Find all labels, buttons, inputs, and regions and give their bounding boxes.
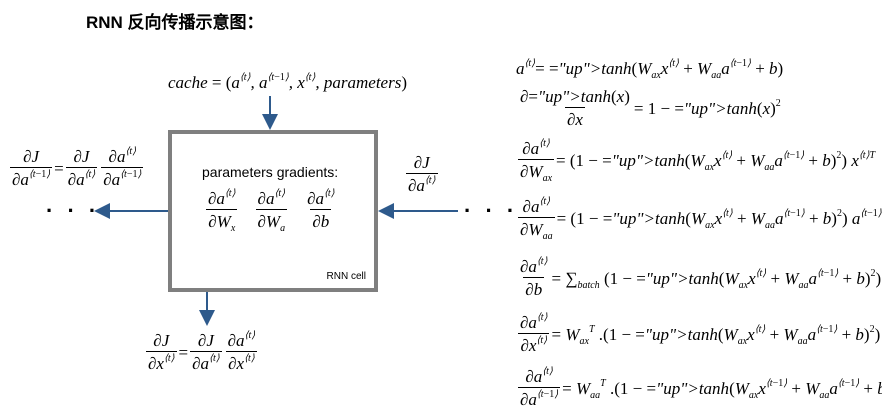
math-text: ∂b [310, 209, 332, 230]
math-text: ∂Wx [206, 209, 238, 234]
math-text: ∂a⟨t⟩ [406, 173, 438, 195]
equation-d-wax: ∂a⟨t⟩∂Wax = (1 − ="up">tanh(Waxx⟨t⟩ + Wa… [516, 138, 876, 184]
math-text: = ∑batch (1 − ="up">tanh(Waxx⟨t⟩ + Waaa⟨… [551, 267, 882, 291]
cache-label: cache = (a⟨t⟩, a⟨t−1⟩, x⟨t⟩, parameters) [168, 72, 407, 92]
right-ellipsis: · · · [464, 198, 519, 223]
math-text: ∂="up">tanh(x) [520, 87, 630, 106]
fraction: ∂J∂x⟨t⟩ [146, 332, 177, 372]
fraction: ∂J∂a⟨t⟩ [190, 332, 222, 372]
equation-forward: a⟨t⟩ = ="up">tanh(Waxx⟨t⟩ + Waaa⟨t−1⟩ + … [516, 58, 784, 81]
fraction: ∂a⟨t⟩∂b [518, 256, 550, 299]
math-text: = WaxT .(1 − ="up">tanh(Waxx⟨t⟩ + Waaa⟨t… [551, 323, 881, 347]
equation-tanh-derivative: ∂="up">tanh(x)∂x = 1 − ="up">tanh(x)2 [516, 88, 781, 128]
math-text: ∂a⟨t⟩ [208, 188, 236, 208]
incoming-gradient: ∂J∂a⟨t⟩ [404, 154, 440, 194]
math-text: ∂Wa [255, 209, 288, 234]
math-text: ∂a⟨t⟩ [520, 256, 548, 276]
math-text: ∂x⟨t⟩ [146, 351, 177, 373]
rnn-cell-box: parameters gradients: ∂a⟨t⟩∂Wx ∂a⟨t⟩∂Wa … [168, 130, 378, 292]
fraction: ∂J∂a⟨t⟩ [65, 147, 98, 189]
math-text: ∂a⟨t⟩ [522, 196, 551, 216]
grad-b: ∂a⟨t⟩∂b [305, 188, 337, 231]
math-text: ∂a⟨t⟩ [108, 146, 137, 166]
math-text: = (1 − ="up">tanh(Waxx⟨t⟩ + Waaa⟨t−1⟩ + … [556, 207, 882, 231]
math-text: ∂a⟨t⟩ [525, 366, 553, 386]
bottom-gradient-equation: ∂J∂x⟨t⟩ = ∂J∂a⟨t⟩ ∂a⟨t⟩∂x⟨t⟩ [146, 330, 258, 373]
math-text: a⟨t⟩ [516, 58, 536, 78]
grad-wx: ∂a⟨t⟩∂Wx [206, 188, 238, 234]
math-text: = ="up">tanh(Waxx⟨t⟩ + Waaa⟨t−1⟩ + b) [535, 58, 784, 81]
equation-d-x: ∂a⟨t⟩∂x⟨t⟩ = WaxT .(1 − ="up">tanh(Waxx⟨… [516, 312, 881, 355]
math-text: ∂a⟨t⟩ [522, 138, 550, 158]
parameters-gradients-heading: parameters gradients: [202, 164, 339, 180]
math-text: ∂J [197, 331, 214, 350]
math-text: = 1 − ="up">tanh(x)2 [633, 97, 781, 118]
math-text: ∂x [564, 107, 585, 128]
math-text: ∂a⟨t−1⟩ [518, 387, 561, 409]
fraction: ∂a⟨t⟩∂x⟨t⟩ [518, 312, 550, 355]
fraction: ∂a⟨t⟩∂x⟨t⟩ [226, 330, 258, 373]
math-text: ∂a⟨t⟩ [227, 330, 256, 350]
math-text: ∂a⟨t⟩ [190, 351, 222, 373]
fraction: ∂J∂a⟨t⟩ [406, 154, 438, 194]
fraction: ∂a⟨t⟩∂a⟨t−1⟩ [101, 146, 144, 189]
math-text: ∂J [413, 153, 430, 172]
figure-title: RNN 反向传播示意图： [86, 13, 264, 32]
equation-d-a-prev: ∂a⟨t⟩∂a⟨t−1⟩ = WaaT .(1 − ="up">tanh(Wax… [516, 366, 882, 409]
math-text: ∂b [523, 277, 545, 298]
math-text: ∂x⟨t⟩ [226, 351, 257, 373]
equation-d-waa: ∂a⟨t⟩∂Waa = (1 − ="up">tanh(Waxx⟨t⟩ + Wa… [516, 196, 882, 242]
fraction: ∂="up">tanh(x)∂x [518, 88, 632, 128]
fraction: ∂a⟨t⟩∂Waa [518, 196, 555, 242]
math-text: = (1 − ="up">tanh(Waxx⟨t⟩ + Waaa⟨t−1⟩ + … [556, 149, 876, 173]
left-ellipsis: · · · [46, 198, 101, 223]
math-text: ∂a⟨t−1⟩ [10, 167, 53, 189]
math-text: ∂J [153, 331, 170, 350]
fraction: ∂J∂a⟨t−1⟩ [10, 147, 53, 189]
math-text: ∂J [23, 147, 40, 166]
math-text: ∂Wax [518, 159, 555, 184]
rnn-cell-label: RNN cell [326, 271, 366, 282]
math-text: ∂a⟨t⟩ [307, 188, 335, 208]
grad-wa: ∂a⟨t⟩∂Wa [255, 188, 288, 234]
fraction: ∂a⟨t⟩∂a⟨t−1⟩ [518, 366, 561, 409]
left-gradient-equation: ∂J∂a⟨t−1⟩ = ∂J∂a⟨t⟩ ∂a⟨t⟩∂a⟨t−1⟩ [10, 146, 144, 189]
math-text: ∂x⟨t⟩ [518, 333, 550, 355]
math-text: ∂J [73, 147, 90, 166]
math-text: ∂Waa [518, 217, 555, 242]
math-text: ∂a⟨t⟩ [65, 167, 98, 189]
math-text: ∂a⟨t−1⟩ [101, 167, 144, 189]
math-text: ∂a⟨t⟩ [520, 312, 548, 332]
math-text: ∂a⟨t⟩ [257, 188, 286, 208]
math-text: = WaaT .(1 − ="up">tanh(Waxx⟨t−1⟩ + Waaa… [562, 377, 882, 401]
equation-d-b: ∂a⟨t⟩∂b = ∑batch (1 − ="up">tanh(Waxx⟨t⟩… [516, 256, 882, 299]
fraction: ∂a⟨t⟩∂Wax [518, 138, 555, 184]
parameter-gradients: ∂a⟨t⟩∂Wx ∂a⟨t⟩∂Wa ∂a⟨t⟩∂b [204, 188, 339, 234]
